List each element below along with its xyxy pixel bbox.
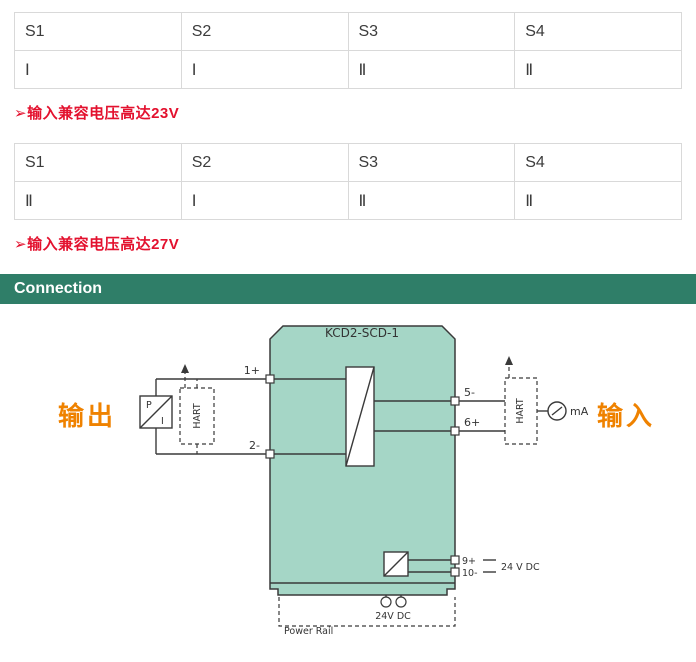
terminal-5minus: [450, 396, 460, 406]
connection-diagram: KCD2-SCD-1 1+ 2- P I HART 输出 5- 6+ HART …: [0, 304, 696, 637]
device-model-label: KCD2-SCD-1: [325, 326, 399, 340]
terminal-1plus-label: 1+: [244, 364, 260, 377]
power-rail-label: Power Rail: [284, 626, 333, 636]
table-cell: Ⅱ: [514, 181, 682, 220]
hart-right-label: HART: [515, 398, 526, 424]
hart-left-arrow-head: [181, 364, 189, 373]
table-cell: Ⅱ: [514, 50, 682, 89]
pi-letter-i: I: [161, 416, 164, 427]
table-cell: Ⅱ: [14, 181, 182, 220]
table-cell: S4: [514, 143, 682, 182]
table-row: S1 S2 S3 S4: [14, 12, 682, 51]
table-cell: S2: [180, 143, 349, 182]
power-diagonal: [383, 551, 409, 577]
switch-table-1: S1 S2 S3 S4 Ⅰ Ⅰ Ⅱ Ⅱ: [14, 12, 682, 89]
ma-meter-label: mA: [570, 405, 589, 418]
terminal-2minus-label: 2-: [249, 439, 260, 452]
isolation-diagonal: [345, 366, 375, 467]
table-cell: S4: [514, 12, 682, 51]
power-rail-box: [278, 597, 456, 627]
table-cell: Ⅰ: [14, 50, 182, 89]
table-row: Ⅱ Ⅰ Ⅱ Ⅱ: [14, 181, 682, 220]
output-label: 输出: [58, 401, 116, 432]
rail-terminal-left: [380, 596, 392, 608]
rail-dc-label: 24V DC: [375, 611, 411, 622]
dc-supply-label: 24 V DC: [501, 562, 540, 573]
table-cell: S3: [347, 143, 516, 182]
input-label: 输入: [597, 401, 655, 432]
table-cell: S2: [180, 12, 349, 51]
pi-diagonal: [139, 395, 173, 429]
table-cell: Ⅰ: [180, 181, 349, 220]
table-row: Ⅰ Ⅰ Ⅱ Ⅱ: [14, 50, 682, 89]
table-cell: Ⅰ: [180, 50, 349, 89]
pi-letter-p: P: [146, 400, 152, 411]
section-header-connection: Connection: [0, 274, 696, 304]
table-row: S1 S2 S3 S4: [14, 143, 682, 182]
switch-table-2: S1 S2 S3 S4 Ⅱ Ⅰ Ⅱ Ⅱ: [14, 143, 682, 220]
table-cell: Ⅱ: [347, 50, 516, 89]
hart-left-label: HART: [192, 403, 203, 429]
table-cell: S1: [14, 12, 182, 51]
hart-right-arrow-head: [505, 356, 513, 365]
table-cell: Ⅱ: [347, 181, 516, 220]
terminal-6plus-label: 6+: [464, 416, 480, 429]
terminal-5minus-label: 5-: [464, 386, 475, 399]
terminal-9plus: [450, 555, 460, 565]
terminal-10minus-label: 10-: [462, 568, 478, 579]
rail-terminal-right: [395, 596, 407, 608]
voltage-note-27v: ➢输入兼容电压高达27V: [14, 236, 180, 253]
terminal-9plus-label: 9+: [462, 556, 476, 567]
table-cell: S1: [14, 143, 182, 182]
terminal-1plus: [265, 374, 275, 384]
voltage-note-23v: ➢输入兼容电压高达23V: [14, 105, 180, 122]
ma-meter-needle: [551, 406, 563, 416]
terminal-10minus: [450, 567, 460, 577]
terminal-2minus: [265, 449, 275, 459]
table-cell: S3: [347, 12, 516, 51]
page-content: S1 S2 S3 S4 Ⅰ Ⅰ Ⅱ Ⅱ ➢输入兼容电压高达23V S1 S2 S…: [0, 0, 696, 254]
terminal-6plus: [450, 426, 460, 436]
